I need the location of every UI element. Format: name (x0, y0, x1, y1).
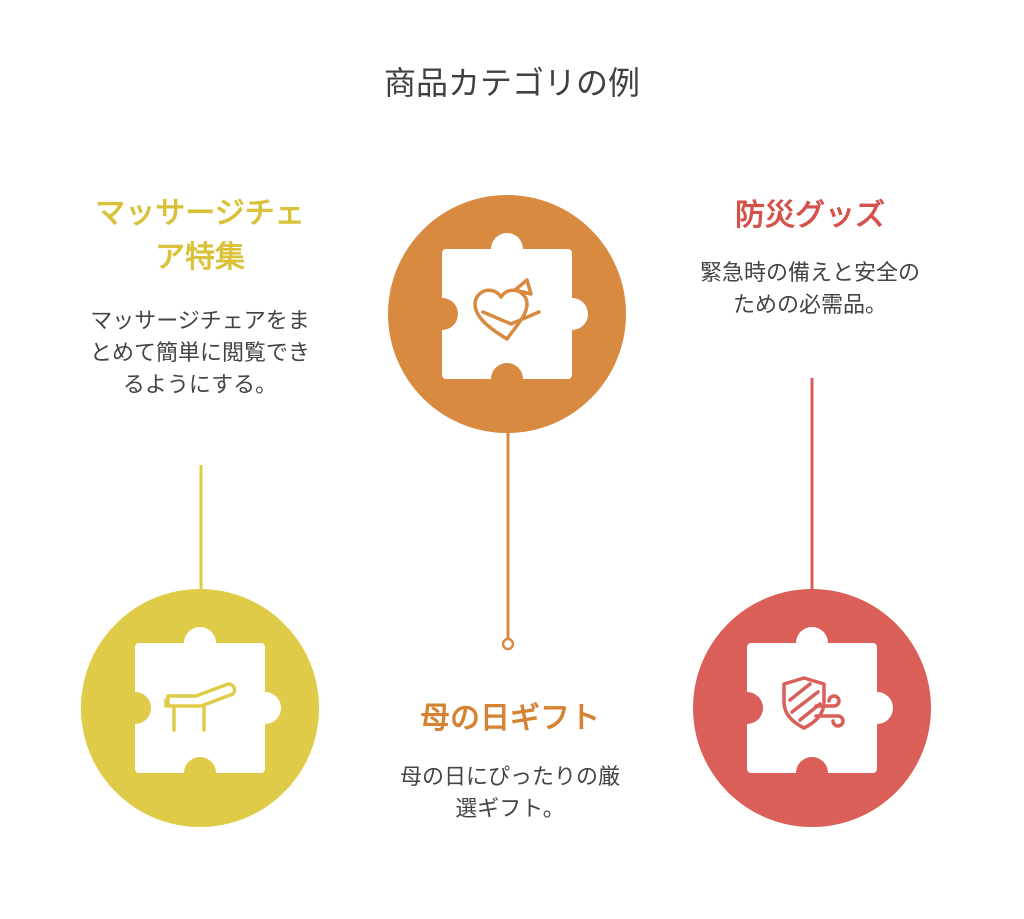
diagram-title: 商品カテゴリの例 (383, 64, 640, 102)
heading-line: ア特集 (155, 240, 245, 275)
shield-wind-icon (782, 676, 845, 730)
puzzle-circle-disaster-goods (693, 589, 931, 827)
category-description-disaster-goods: 緊急時の備えと安全の ための必需品。 (650, 258, 970, 322)
category-heading-massage-chair: マッサージチェ ア特集 (40, 192, 360, 280)
description-line: るようにする。 (122, 373, 278, 398)
gift-heart-icon (473, 278, 541, 341)
puzzle-circle-mothers-day-gift (388, 195, 626, 433)
connector-line-disaster-goods (810, 378, 814, 590)
category-description-mothers-day-gift: 母の日にぴったりの厳 選ギフト。 (340, 762, 680, 826)
category-description-massage-chair: マッサージチェアをま とめて簡単に閲覧でき るようにする。 (40, 306, 360, 402)
description-line: 選ギフト。 (455, 797, 565, 822)
description-line: マッサージチェアをま (90, 309, 310, 334)
category-heading-mothers-day-gift: 母の日ギフト (420, 701, 600, 736)
connector-line-massage-chair (199, 465, 203, 590)
description-line: 母の日にぴったりの厳 (399, 765, 620, 790)
description-line: ための必需品。 (732, 293, 887, 318)
puzzle-circle-massage-chair (81, 589, 319, 827)
description-line: 緊急時の備えと安全の (699, 261, 920, 286)
description-line: とめて簡単に閲覧でき (89, 341, 310, 366)
category-heading-disaster-goods: 防災グッズ (735, 198, 885, 233)
connector-line-mothers-day-gift (502, 430, 514, 651)
heading-line: マッサージチェ (95, 196, 305, 231)
massage-chair-icon (164, 682, 237, 732)
